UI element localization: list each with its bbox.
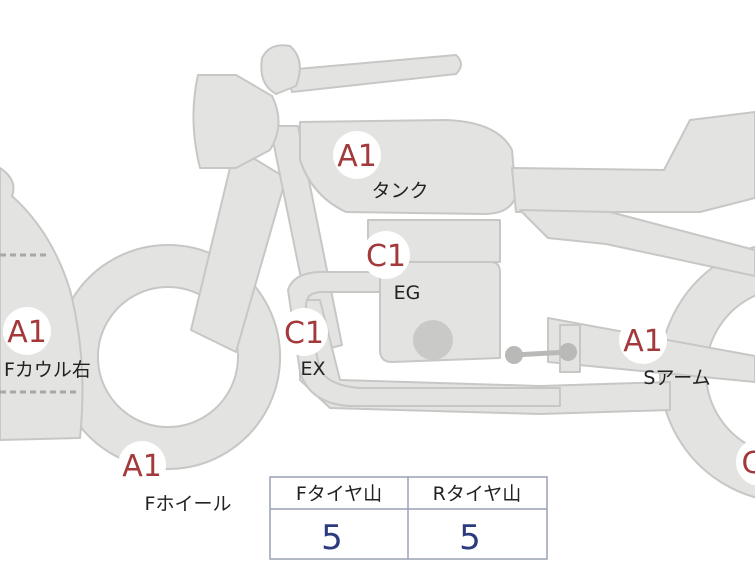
part-label: EX (300, 358, 325, 380)
seat-shape (511, 111, 755, 213)
mirror-shape (260, 44, 301, 95)
grade-text: A1 (623, 324, 663, 359)
grade-badge (362, 231, 410, 279)
exhaust-pipe-shape (287, 270, 561, 407)
brake-link-end-left (505, 346, 523, 364)
rear-wheel-shape (659, 245, 755, 499)
tire-tread-table: Fタイヤ山 Rタイヤ山 5 5 (269, 476, 548, 560)
marker-exhaust: C1 EX (280, 308, 328, 380)
motorcycle-silhouette (0, 44, 755, 499)
front-tire-header: Fタイヤ山 (296, 483, 382, 505)
grade-text: C1 (284, 316, 324, 351)
grade-badge (3, 307, 51, 355)
part-label: Fカウル右 (4, 359, 91, 381)
grade-text: C1 (366, 239, 406, 274)
handlebar-shape (285, 54, 462, 93)
engine-cover-shape (413, 320, 453, 360)
marker-front-wheel: A1 Fホイール (118, 441, 231, 515)
grade-badge (736, 438, 755, 486)
grade-text: C (742, 446, 755, 481)
rear-tire-value: 5 (459, 518, 481, 558)
grade-badge (118, 441, 166, 489)
marker-engine: C1 EG (362, 231, 420, 304)
brake-link-end-right (559, 343, 577, 361)
brake-link-shape (513, 349, 569, 358)
part-label: Sアーム (643, 367, 710, 389)
grade-text: A1 (122, 449, 162, 484)
headlight-shape (192, 74, 280, 169)
front-cowl-shape (0, 167, 84, 441)
part-label: タンク (371, 180, 428, 202)
engine-block-shape (379, 261, 501, 363)
part-label: EG (394, 282, 421, 304)
marker-tank: A1 タンク (333, 131, 429, 202)
rear-tire-header: Rタイヤ山 (433, 483, 522, 505)
grade-badge (619, 316, 667, 364)
front-fork-shape (190, 146, 287, 353)
marker-rear-partial: C (736, 438, 755, 486)
part-label: Fホイール (145, 493, 232, 515)
grade-text: A1 (337, 139, 377, 174)
marker-swing-arm: A1 Sアーム (619, 316, 711, 389)
grade-text: A1 (7, 315, 47, 350)
marker-front-cowl-right: A1 Fカウル右 (3, 307, 91, 381)
rear-frame-shape (519, 209, 755, 277)
grade-badge (280, 308, 328, 356)
front-tire-value: 5 (321, 518, 343, 558)
grade-badge (333, 131, 381, 179)
